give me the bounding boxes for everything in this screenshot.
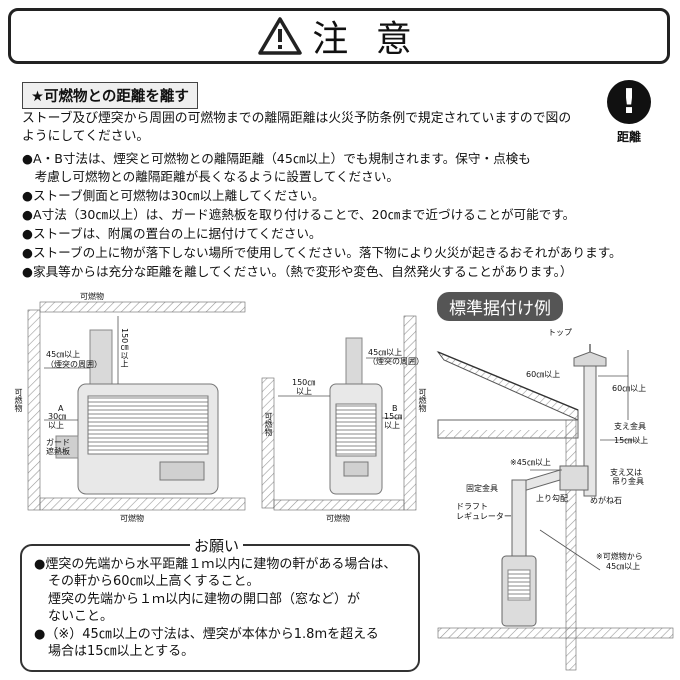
left-label-chimney: 150㎝以上 [120, 328, 129, 368]
right-label-megane: めがね石 [590, 496, 622, 505]
request-title: お願い [190, 535, 244, 556]
request-line-5: ●（※）45㎝以上の寸法は、煙突が本体から1.8mを超える [34, 626, 379, 642]
right-label-60b: 60㎝以上 [612, 384, 647, 393]
mid-label-side-r: 可燃物 [418, 388, 427, 412]
mid-label-b15: 15㎝ [384, 412, 403, 421]
request-box: お願い ●煙突の先端から水平距離１ｍ以内に建物の軒がある場合は、 その軒から60… [20, 535, 420, 672]
left-label-guard: ガード [46, 438, 70, 447]
left-label-45-note: （煙突の周囲） [46, 360, 102, 369]
right-label-60a: 60㎝以上 [526, 370, 561, 379]
side-view-diagram [261, 315, 417, 511]
bullet-1: ●A・B寸法は、煙突と可燃物との離隔距離（45㎝以上）でも規制されます。保守・点… [22, 151, 531, 166]
standard-install-heading: 標準据付け例 [437, 292, 563, 321]
right-label-flam1: ※可燃物から [596, 552, 643, 561]
right-label-support: 支え金具 [614, 422, 646, 431]
badge-label: 距離 [616, 130, 641, 144]
caution-banner: 注 意 [8, 8, 670, 64]
right-label-draft2: レギュレーター [456, 512, 512, 521]
left-label-side: 可燃物 [14, 388, 23, 412]
right-label-fix: 固定金具 [466, 484, 498, 493]
diagram-drawing [27, 301, 674, 671]
bullet-4: ●ストーブは、附属の置台の上に据付けてください。 [22, 226, 322, 241]
right-label-hang1: 支え又は [610, 468, 642, 477]
request-line-4: ないこと。 [48, 609, 114, 625]
right-label-flam2: 45㎝以上 [606, 562, 641, 571]
left-label-a30b: 以上 [48, 421, 64, 430]
request-line-2: その軒から60㎝以上高くすること。 [48, 574, 260, 590]
mid-label-150b: 以上 [296, 387, 312, 396]
right-label-slope: 上り勾配 [536, 494, 568, 503]
bullet-6: ●家具等からは充分な距離を離してください。（熱で変形や変色、自然発火することがあ… [22, 264, 573, 279]
mid-label-b: B [392, 404, 398, 413]
standard-install-diagram [436, 344, 674, 671]
bullet-2: ●ストーブ側面と可燃物は30㎝以上離してください。 [22, 188, 325, 203]
request-line-3: 煙突の先端から１ｍ以内に建物の開口部（窓など）が [48, 591, 361, 607]
warning-triangle-icon [258, 17, 303, 55]
mid-label-45: 45㎝以上 [368, 348, 403, 357]
mid-label-150: 150㎝ [292, 378, 316, 387]
exclamation-icon: ! [607, 80, 651, 124]
left-label-bottom: 可燃物 [120, 514, 144, 523]
right-label-hang2: 吊り金具 [612, 477, 644, 486]
left-label-top: 可燃物 [80, 292, 104, 301]
mid-label-45-note: （煙突の周囲） [368, 357, 424, 366]
request-line-6: 場合は15㎝以上とする。 [48, 644, 195, 660]
installation-figure: 可燃物 可燃物 可燃物 150㎝以上 45㎝以上 （煙突の周囲） A 30㎝ 以… [0, 288, 680, 680]
mid-label-b15b: 以上 [384, 421, 400, 430]
request-line-1: ●煙突の先端から水平距離１ｍ以内に建物の軒がある場合は、 [34, 557, 397, 572]
mid-label-bottom: 可燃物 [326, 514, 350, 523]
bullet-5: ●ストーブの上に物が落下しない場所で使用してください。落下物により火災が起きるお… [22, 245, 622, 260]
left-label-guard2: 遮熱板 [46, 447, 70, 456]
bullet-3: ●A寸法（30㎝以上）は、ガード遮熱板を取り付けることで、20㎝まで近づけること… [22, 207, 576, 222]
intro-text: ストーブ及び煙突から周囲の可燃物までの離隔距離は火災予防条例で規定されていますの… [22, 111, 572, 144]
bullet-1-cont: 考慮し可燃物との離隔距離が長くなるように設置してください。 [22, 169, 399, 184]
right-label-draft1: ドラフト [456, 502, 488, 511]
right-label-note45: ※45㎝以上 [510, 458, 551, 467]
page-title: 注 意 [312, 19, 420, 60]
front-view-diagram [27, 301, 246, 511]
right-label-15: 15㎝以上 [614, 436, 649, 445]
distance-badge: ! 距離 [601, 80, 657, 145]
left-label-45: 45㎝以上 [46, 350, 81, 359]
right-label-top: トップ [548, 328, 572, 337]
mid-label-side-l: 可燃物 [264, 412, 273, 436]
section-title: ★可燃物との距離を離す [22, 82, 198, 109]
left-label-a30: 30㎝ [48, 412, 67, 421]
left-label-a: A [58, 404, 64, 413]
